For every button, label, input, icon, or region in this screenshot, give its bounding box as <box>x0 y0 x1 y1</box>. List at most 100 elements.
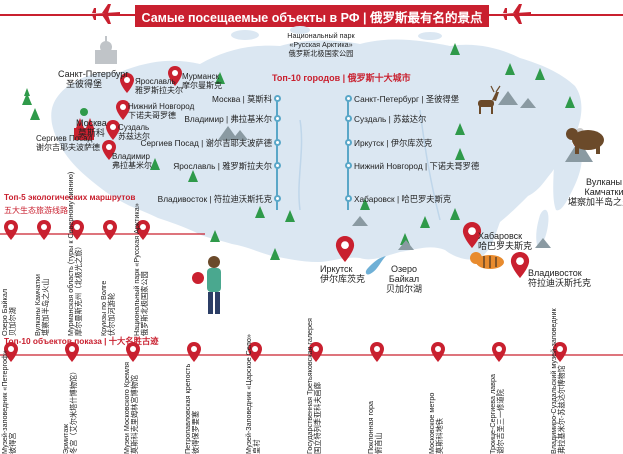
reindeer-icon <box>478 85 501 114</box>
route-pin-icon[interactable] <box>370 342 384 362</box>
top10-city-item: Москва | 莫斯科 <box>212 94 272 104</box>
top10-dot <box>274 115 281 122</box>
map-pin-icon[interactable] <box>102 140 116 160</box>
top10-dot <box>345 195 352 202</box>
eco-route-zh: 贝加尔湖 <box>8 307 17 336</box>
route-pin-icon[interactable] <box>553 342 567 362</box>
arctic-island <box>418 32 442 40</box>
top10-dot <box>274 195 281 202</box>
route-pin-icon[interactable] <box>187 342 201 362</box>
route-pin-icon[interactable] <box>126 342 140 362</box>
route-pin-icon[interactable] <box>103 220 117 240</box>
page-title: Самые посещаемые объекты в РФ | 俄罗斯最有名的景… <box>135 5 489 27</box>
top10-city-item: Сергиев Посад | 谢尔吉耶夫波萨德 <box>140 138 272 148</box>
top10-city-item: Владивосток | 符拉迪沃斯托克 <box>157 194 272 204</box>
top10-dot <box>345 139 352 146</box>
route-pin-icon[interactable] <box>431 342 445 362</box>
cathedral-icon <box>95 36 117 64</box>
map-pin-icon[interactable] <box>335 236 355 262</box>
kremlin-icon <box>74 108 94 140</box>
map-pin-icon[interactable] <box>116 100 130 120</box>
top10-dot <box>274 162 281 169</box>
airplane-icon <box>501 4 531 24</box>
object-zh: 弗拉基米尔-苏兹达尔博物馆 <box>557 365 566 454</box>
top10-city-item: Суздаль | 苏兹达尔 <box>354 114 427 124</box>
eco-route-zh: 堪察加半岛之火山 <box>41 278 50 336</box>
river <box>298 119 303 211</box>
airplane-icon <box>90 4 120 24</box>
route-pin-icon[interactable] <box>492 342 506 362</box>
object-zh: 莫斯科地铁 <box>435 418 444 454</box>
eco-route-zh: 俄罗斯北极国家公园 <box>140 271 149 336</box>
eco-routes-title: Топ-5 экологических маршрутов <box>4 193 136 202</box>
arctic-island <box>231 30 259 40</box>
top10-objects-title: Топ-10 объектов показа | 十大名胜古迹 <box>4 336 159 346</box>
map-pin-icon[interactable] <box>462 222 482 248</box>
route-pin-icon[interactable] <box>248 342 262 362</box>
route-pin-icon[interactable] <box>4 342 18 362</box>
tourist-figure-icon <box>192 256 221 314</box>
object-ru: Музей-Заповедник «Царское Село» <box>244 334 253 454</box>
top10-city-item: Владимир | 弗拉基米尔 <box>184 114 272 124</box>
top10-dot <box>345 115 352 122</box>
route-pin-icon[interactable] <box>309 342 323 362</box>
object-zh: 莫斯科克里姆林宫博物馆 <box>130 374 139 454</box>
top10-object-label: Музей-Заповедник «Царское Село»皇村 <box>244 334 261 454</box>
route-pin-icon[interactable] <box>4 220 18 240</box>
object-zh: 彼得宫 <box>8 432 17 454</box>
top10-dot <box>345 95 352 102</box>
eco-route-zh: 伏尔加河游轮 <box>107 292 116 336</box>
top10-cities-title: Топ-10 городов | 俄罗斯十大城市 <box>272 73 411 83</box>
object-ru: Петропавловская крепость <box>183 363 192 454</box>
object-zh: 国立特列季亚科夫画廊 <box>313 382 322 454</box>
map-pin-icon[interactable] <box>120 73 134 93</box>
route-pin-icon[interactable] <box>65 342 79 362</box>
top10-object-label: Музей-заповедник «Петергоф»彼得宫 <box>0 350 17 454</box>
route-pin-icon[interactable] <box>70 220 84 240</box>
route-pin-icon[interactable] <box>136 220 150 240</box>
arctic-park-label: Национальный парк «Русская Арктика» 俄罗斯北… <box>256 31 386 58</box>
object-zh: 皇村 <box>252 439 261 454</box>
arctic-island <box>290 26 310 34</box>
object-zh: 彼得保罗要塞 <box>191 410 200 454</box>
map-pin-icon[interactable] <box>168 66 182 86</box>
eco-route-zh: 摩尔曼斯克州（北极光之旅） <box>74 242 83 336</box>
mountain-icons <box>218 91 551 250</box>
top10-dot <box>274 139 281 146</box>
top10-city-item: Ярославль | 雅罗斯拉夫尔 <box>173 161 272 171</box>
route-pin-icon[interactable] <box>37 220 51 240</box>
object-zh: 谢尔吉圣三一修道院 <box>496 389 505 454</box>
bear-icon <box>566 128 604 154</box>
top10-city-item: Нижний Новгород | 下诺夫哥罗德 <box>354 161 480 171</box>
eco-route-label: Мурманская область (туры к Северному сия… <box>66 172 83 336</box>
map-pin-icon[interactable] <box>106 120 120 140</box>
map-landmass <box>51 39 582 262</box>
top10-city-item: Хабаровск | 哈巴罗夫斯克 <box>354 194 452 204</box>
map-pin-icon[interactable] <box>510 252 530 278</box>
top10-dot <box>274 95 281 102</box>
park-line-1: Национальный парк <box>287 31 355 40</box>
top10-city-item: Санкт-Петербург | 圣彼得堡 <box>354 94 460 104</box>
object-zh: 俯首山 <box>374 432 383 454</box>
